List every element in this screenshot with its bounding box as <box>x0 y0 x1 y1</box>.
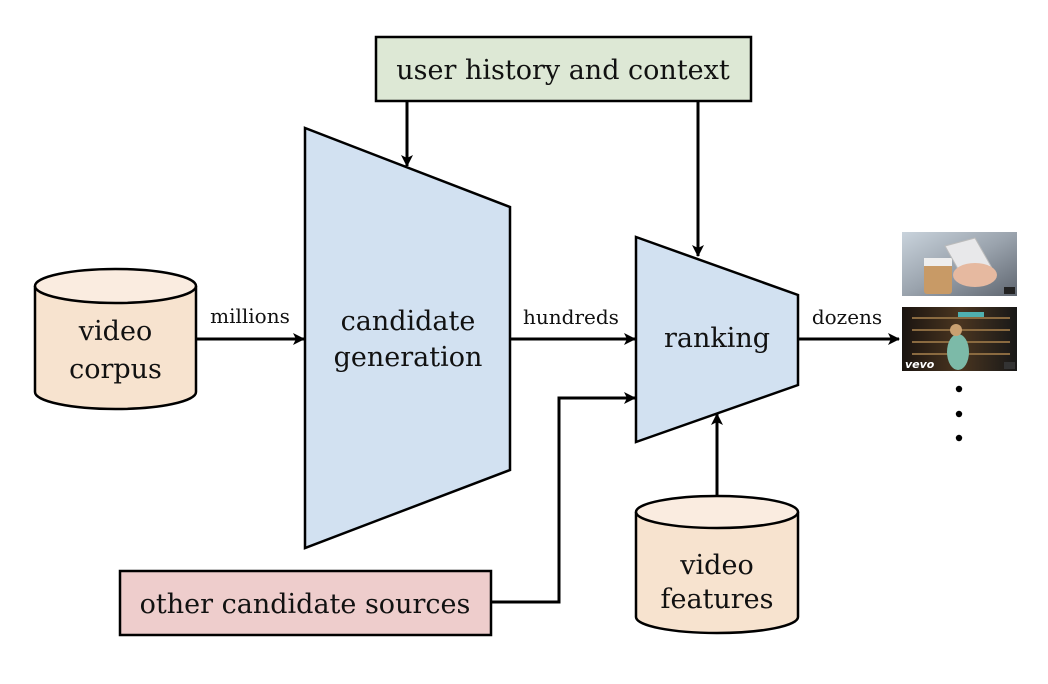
candidate-generation-label-1: candidate <box>341 306 476 337</box>
dancer-head-shape <box>950 324 962 336</box>
other-sources-label: other candidate sources <box>140 589 471 620</box>
ranking-node: ranking <box>634 235 800 444</box>
more-results-ellipsis <box>955 385 963 442</box>
video-corpus-top <box>33 267 198 305</box>
hand-shape <box>953 263 997 287</box>
video-corpus-node: video corpus <box>33 267 198 411</box>
candidate-generation-node: candidate generation <box>303 126 512 550</box>
ellipsis-dot <box>955 385 963 393</box>
user-history-node: user history and context <box>374 35 753 103</box>
vevo-logo: vevo <box>905 358 935 371</box>
ellipsis-dot <box>955 410 963 418</box>
thumbnail-2-accent <box>958 312 984 317</box>
candidate-generation-label-2: generation <box>334 342 483 373</box>
video-features-label-1: video <box>679 550 753 581</box>
edge-other-to-ranking <box>491 392 636 604</box>
video-features-body <box>634 512 800 635</box>
coffee-lid-shape <box>924 258 952 266</box>
edge-label-millions: millions <box>210 304 290 328</box>
ranking-label: ranking <box>664 323 770 354</box>
ellipsis-dot <box>955 434 963 442</box>
thumbnail-1-duration-badge <box>1004 287 1015 294</box>
video-features-label-2: features <box>660 584 773 615</box>
video-corpus-body <box>33 286 198 411</box>
other-sources-node: other candidate sources <box>118 569 493 637</box>
other-sources-box <box>118 569 493 637</box>
dancer-shape <box>947 334 969 370</box>
ranking-shape <box>634 235 800 444</box>
music-video-thumbnail: vevo <box>902 307 1017 371</box>
thumbnail-2-duration-badge <box>1004 362 1015 369</box>
video-features-node: video features <box>634 494 800 635</box>
video-corpus-label-2: corpus <box>69 354 162 385</box>
coffee-cup-shape <box>924 258 952 294</box>
user-history-box <box>374 35 753 103</box>
candidate-generation-shape <box>303 126 512 550</box>
user-history-label: user history and context <box>396 55 730 86</box>
phone-coffee-video-thumbnail <box>902 232 1017 296</box>
edge-label-dozens: dozens <box>812 305 882 329</box>
edge-label-hundreds: hundreds <box>523 305 619 329</box>
video-features-top <box>634 494 800 530</box>
video-corpus-label-1: video <box>78 316 152 347</box>
